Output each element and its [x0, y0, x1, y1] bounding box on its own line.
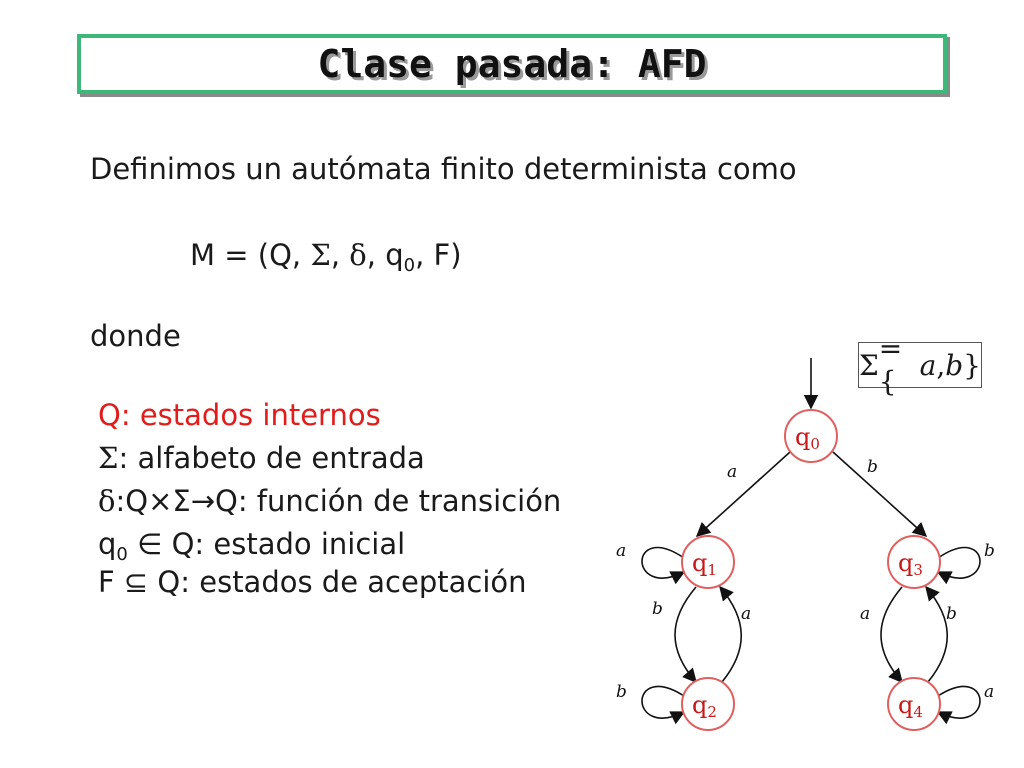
state-circle	[887, 677, 941, 731]
state-label: q4	[898, 691, 923, 721]
tuple-sep1: ,	[330, 238, 350, 272]
definition-text: ∈ Q: estado inicial	[127, 527, 406, 561]
state-label: q1	[692, 549, 717, 579]
edge-label: b	[946, 604, 957, 624]
edge-label: b	[867, 457, 878, 477]
definition-text: : estados internos	[120, 398, 381, 432]
edge-q3-self	[936, 546, 981, 585]
edge-q3-q4	[880, 586, 903, 684]
alphabet-a: a	[919, 348, 937, 382]
definition-symbol: q	[98, 527, 117, 561]
edge-label: b	[616, 682, 627, 702]
edge-q2-self	[641, 685, 686, 725]
definition-sub: 0	[116, 544, 128, 565]
state-q1: q1	[681, 535, 735, 589]
state-q0: q0	[784, 409, 838, 463]
edge-label: b	[652, 599, 663, 619]
alphabet-box: Σ = { a, b}	[858, 332, 982, 398]
tuple-definition: M = (Q, Σ, δ, q0, F)	[190, 238, 462, 276]
slide-title: Clase pasada: AFD	[317, 42, 707, 86]
definition-q0: q0 ∈ Q: estado inicial	[98, 527, 405, 565]
state-q3: q3	[887, 535, 941, 589]
edge-label: a	[984, 682, 994, 702]
alphabet-close: }	[963, 348, 981, 382]
definition-symbol: Q	[98, 398, 121, 432]
tuple-q0-sub: 0	[403, 255, 416, 276]
tuple-prefix: M = (Q,	[190, 238, 311, 272]
edge-label: a	[860, 604, 870, 624]
alphabet-b: b	[945, 348, 964, 382]
donde-text: donde	[90, 319, 181, 353]
edge-label: a	[727, 462, 737, 482]
intro-text: Definimos un autómata finito determinist…	[90, 152, 797, 186]
state-circle	[681, 535, 735, 589]
edge-q2-q1	[719, 585, 742, 683]
alphabet-sigma: Σ	[859, 348, 879, 382]
definition-delta: δ:Q×Σ→Q: función de transición	[98, 484, 561, 518]
definition-q: Q: estados internos	[98, 398, 381, 432]
definition-text: : alfabeto de entrada	[118, 441, 425, 475]
state-circle	[887, 535, 941, 589]
definition-symbol: F	[98, 565, 115, 599]
alphabet-comma: ,	[936, 348, 946, 382]
edge-q1-self	[641, 546, 686, 585]
definition-text: ⊆ Q: estados de aceptación	[114, 565, 527, 599]
edge-q0-q1	[695, 451, 791, 537]
state-circle	[681, 677, 735, 731]
state-label: q3	[898, 549, 923, 579]
title-box: Clase pasada: AFD	[77, 34, 947, 94]
definition-text: :Q×Σ→Q: función de transición	[115, 484, 562, 518]
tuple-suffix: , F)	[415, 238, 462, 272]
definition-f: F ⊆ Q: estados de aceptación	[98, 565, 527, 599]
state-q4: q4	[887, 677, 941, 731]
edge-label: a	[616, 541, 626, 561]
alphabet-eq: = {	[878, 332, 903, 398]
edge-q0-q3	[832, 451, 928, 537]
state-q2: q2	[681, 677, 735, 731]
definition-sigma: Σ: alfabeto de entrada	[98, 441, 425, 475]
edge-q4-self	[936, 685, 981, 725]
state-label: q0	[795, 423, 820, 453]
definition-symbol: Σ	[98, 441, 119, 475]
tuple-sep2: , q	[366, 238, 404, 272]
state-label: q2	[692, 691, 717, 721]
tuple-delta: δ	[349, 238, 367, 272]
definition-symbol: δ	[98, 484, 116, 518]
edge-label: a	[741, 604, 751, 624]
edge-label: b	[984, 541, 995, 561]
edge-q1-q2	[674, 586, 697, 684]
tuple-sigma: Σ	[310, 238, 331, 272]
edge-q4-q3	[925, 585, 948, 683]
state-circle	[784, 409, 838, 463]
